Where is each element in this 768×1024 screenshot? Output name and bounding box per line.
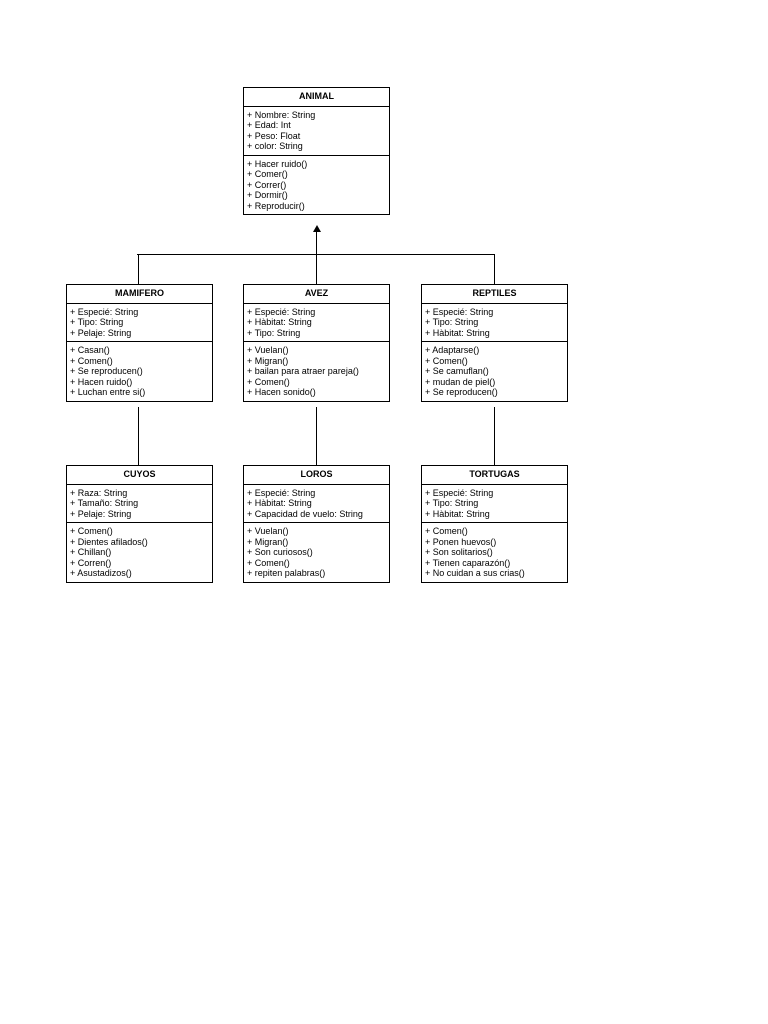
attribute-item: + Raza: String [70, 487, 128, 498]
attribute-item: + Hàbitat: String [247, 317, 312, 327]
class-animal: ANIMAL+ Nombre: String+ Edad: Int+ Peso:… [243, 87, 390, 215]
attribute-item: + Tipo: String [425, 498, 479, 508]
class-methods: + Vuelan()+ Migran()+ bailan para atraer… [244, 341, 389, 401]
inheritance-line-animal-stem [316, 230, 317, 254]
method-item: + Comen() [425, 526, 468, 536]
attribute-item: + Edad: Int [247, 120, 291, 130]
attribute-item: + Capacidad de vuelo: String [247, 508, 363, 519]
class-methods: + Comen()+ Ponen huevos()+ Son solitario… [422, 522, 567, 582]
attribute-item: + Hàbitat: String [425, 327, 490, 338]
method-item: + Asustadizos() [70, 568, 132, 578]
method-item: + Hacen ruido() [70, 376, 133, 387]
method-item: + Tienen caparazón() [425, 557, 511, 568]
inheritance-line-mamifero [138, 254, 139, 284]
class-attributes: + Especié: String+ Tipo: String+ Hàbitat… [422, 304, 567, 342]
method-item: + Comen() [425, 355, 468, 366]
class-name: MAMIFERO [67, 285, 212, 304]
method-item: + Chillan() [70, 547, 112, 557]
class-methods: + Vuelan()+ Migran()+ Son curiosos()+ Co… [244, 522, 389, 582]
class-attributes: + Especié: String+ Tipo: String+ Hàbitat… [422, 485, 567, 523]
attribute-item: + Nombre: String [247, 109, 316, 120]
class-attributes: + Especié: String+ Tipo: String+ Pelaje:… [67, 304, 212, 342]
method-item: + Son solitarios() [425, 547, 493, 557]
attribute-item: + Pelaje: String [70, 508, 132, 519]
class-name: ANIMAL [244, 88, 389, 107]
method-item: + Vuelan() [247, 526, 289, 536]
attribute-item: + Tipo: String [247, 327, 301, 338]
attribute-item: + color: String [247, 141, 303, 151]
method-item: + Se reproducen() [70, 366, 143, 376]
inheritance-arrow-head [313, 225, 321, 232]
attribute-item: + Tipo: String [425, 317, 479, 327]
attribute-item: + Hàbitat: String [425, 508, 490, 519]
method-item: + Comen() [70, 526, 113, 536]
class-mamifero: MAMIFERO+ Especié: String+ Tipo: String+… [66, 284, 213, 402]
class-name: TORTUGAS [422, 466, 567, 485]
method-item: + Corren() [70, 557, 112, 568]
method-item: + Vuelan() [247, 345, 289, 355]
method-item: + bailan para atraer pareja() [247, 366, 359, 376]
class-reptiles: REPTILES+ Especié: String+ Tipo: String+… [421, 284, 568, 402]
class-methods: + Casan()+ Comen()+ Se reproducen()+ Hac… [67, 341, 212, 401]
attribute-item: + Tipo: String [70, 317, 124, 327]
class-methods: + Hacer ruido()+ Comer()+ Correr()+ Dorm… [244, 154, 389, 215]
class-avez: AVEZ+ Especié: String+ Hàbitat: String+ … [243, 284, 390, 402]
class-methods: + Comen()+ Dientes afilados()+ Chillan()… [67, 522, 212, 582]
method-item: + Comen() [247, 557, 290, 568]
attribute-item: + Hàbitat: String [247, 498, 312, 508]
class-attributes: + Especié: String+ Hàbitat: String+ Tipo… [244, 304, 389, 342]
method-item: + repiten palabras() [247, 568, 326, 578]
method-item: + Comer() [247, 169, 288, 179]
method-item: + Casan() [70, 345, 110, 355]
method-item: + Adaptarse() [425, 345, 480, 355]
method-item: + Se reproducen() [425, 387, 498, 397]
method-item: + Comen() [247, 376, 290, 387]
method-item: + Dientes afilados() [70, 536, 148, 547]
method-item: + Migran() [247, 355, 289, 366]
attribute-item: + Especié: String [425, 487, 494, 498]
class-attributes: + Nombre: String+ Edad: Int+ Peso: Float… [244, 107, 389, 155]
class-attributes: + Especié: String+ Hàbitat: String+ Capa… [244, 485, 389, 523]
method-item: + Se camuflan() [425, 366, 489, 376]
method-item: + Comen() [70, 355, 113, 366]
attribute-item: + Especié: String [247, 306, 316, 317]
method-item: + No cuidan a sus crias() [425, 568, 525, 578]
method-item: + Luchan entre si() [70, 387, 146, 397]
class-tortugas: TORTUGAS+ Especié: String+ Tipo: String+… [421, 465, 568, 583]
method-item: + Correr() [247, 179, 287, 190]
attribute-item: + Pelaje: String [70, 327, 132, 338]
class-name: REPTILES [422, 285, 567, 304]
attribute-item: + Especié: String [425, 306, 494, 317]
association-line-mamifero-cuyos [138, 407, 139, 465]
method-item: + Reproducir() [247, 200, 305, 211]
method-item: + Hacen sonido() [247, 387, 316, 397]
class-loros: LOROS+ Especié: String+ Hàbitat: String+… [243, 465, 390, 583]
method-item: + Ponen huevos() [425, 536, 497, 547]
method-item: + Hacer ruido() [247, 158, 308, 169]
inheritance-line-avez [316, 254, 317, 284]
inheritance-line-reptiles [494, 254, 495, 284]
method-item: + Dormir() [247, 190, 288, 200]
attribute-item: + Especié: String [70, 306, 139, 317]
method-item: + mudan de piel() [425, 376, 496, 387]
method-item: + Migran() [247, 536, 289, 547]
association-line-reptiles-tortugas [494, 407, 495, 465]
class-name: CUYOS [67, 466, 212, 485]
class-name: AVEZ [244, 285, 389, 304]
class-attributes: + Raza: String+ Tamaño: String+ Pelaje: … [67, 485, 212, 523]
class-methods: + Adaptarse()+ Comen()+ Se camuflan()+ m… [422, 341, 567, 401]
class-cuyos: CUYOS+ Raza: String+ Tamaño: String+ Pel… [66, 465, 213, 583]
association-line-avez-loros [316, 407, 317, 465]
attribute-item: + Especié: String [247, 487, 316, 498]
attribute-item: + Peso: Float [247, 130, 301, 141]
class-name: LOROS [244, 466, 389, 485]
method-item: + Son curiosos() [247, 547, 313, 557]
attribute-item: + Tamaño: String [70, 498, 139, 508]
